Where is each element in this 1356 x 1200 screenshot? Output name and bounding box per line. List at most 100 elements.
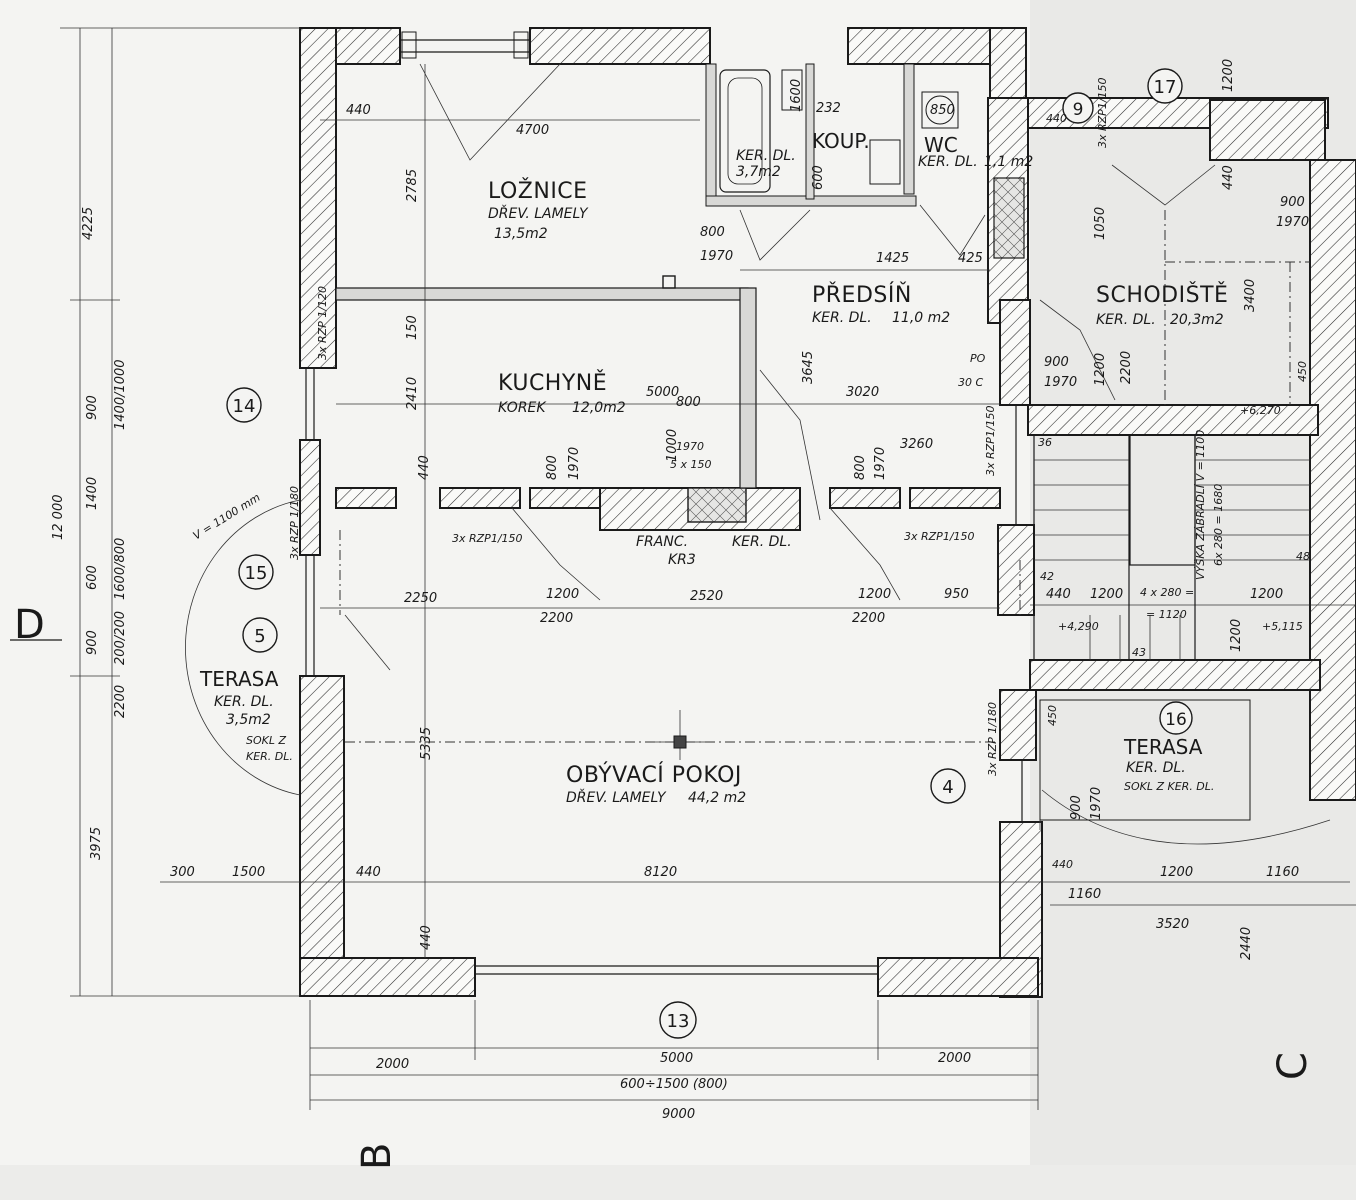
bottom-strip	[0, 1165, 1356, 1200]
dim-3400: 3400	[1243, 279, 1258, 312]
dim-3520: 3520	[1156, 917, 1189, 932]
room-obyvaci-area: 44,2 m2	[688, 790, 746, 806]
dimension-lines	[60, 27, 1356, 1110]
room-obyvaci-name: OBÝVACÍ POKOJ	[566, 762, 742, 788]
room-kuchyne-name: KUCHYNĚ	[498, 370, 607, 396]
stairs-label2: = 1120	[1146, 608, 1187, 621]
left-dims: 4225 12 000 3975 900 1400 600 900 2200 1…	[51, 207, 128, 860]
dim-800c: 800	[853, 455, 868, 480]
dim-1970b: 1970	[1044, 375, 1077, 390]
room-predsin-floor: KER. DL.	[812, 310, 872, 326]
room-schodiste-floor: KER. DL.	[1096, 312, 1156, 328]
dim-42: 42	[1040, 570, 1054, 583]
dim-2785: 2785	[405, 169, 420, 202]
dim-4225: 4225	[81, 207, 96, 240]
marker-13-label: 13	[667, 1011, 690, 1032]
level-1: +4,290	[1058, 620, 1099, 633]
terrace-arcs	[185, 499, 1331, 845]
dim-1160a: 1160	[1068, 887, 1101, 902]
room-terasa-w-name: TERASA	[199, 667, 279, 691]
dim-bottom-opening: 600÷1500 (800)	[620, 1077, 728, 1092]
neighbour-area	[1030, 0, 1356, 1200]
room-loznice-area: 13,5m2	[494, 226, 548, 242]
dim-800b: 800	[545, 455, 560, 480]
dim-440d: 440	[419, 925, 434, 950]
rzp-120: 3x RZP 1/120	[316, 286, 329, 360]
marker-17	[1147, 68, 1183, 104]
dim-800d: 800	[676, 395, 701, 410]
dim-1500: 1500	[232, 865, 265, 880]
railing-height: VÝŠKA ZÁBRADLÍ V = 1100	[1194, 430, 1207, 580]
dim-bottom-left: 2000	[376, 1057, 409, 1072]
dim-1425: 1425	[876, 251, 909, 266]
room-wc-name: WC	[924, 133, 958, 157]
dim-2410: 2410	[405, 377, 420, 410]
dim-2200b: 2200	[852, 611, 885, 626]
marker-9-label: 9	[1073, 100, 1084, 120]
dim-1200g: 1200	[1250, 587, 1283, 602]
dim-2200c: 2200	[1119, 351, 1134, 384]
marker-16-label: 16	[1165, 710, 1187, 730]
franc-line1: FRANC.	[636, 534, 688, 550]
dim-1200d: 1200	[1093, 353, 1108, 386]
dim-5000: 5000	[646, 385, 679, 400]
dim-450: 450	[1046, 705, 1059, 726]
column-markers	[662, 275, 687, 749]
room-schodiste-name: SCHODIŠTĚ	[1096, 282, 1228, 308]
dim-1160b: 1160	[1266, 865, 1299, 880]
room-terasa-w-note1: SOKL Z	[246, 734, 286, 747]
dim-1200b: 1200	[858, 587, 891, 602]
rzp-150c: 3x RZP1/150	[984, 405, 997, 476]
rzp-150a: 3x RZP1/150	[452, 532, 523, 545]
room-kuchyne-area: 12,0m2	[572, 400, 626, 416]
room-predsin-name: PŘEDSÍŇ	[812, 282, 912, 308]
dim-2200: 2200	[113, 685, 128, 718]
dim-440g: 440	[1052, 858, 1073, 871]
dim-1200e: 1200	[1221, 59, 1236, 92]
dim-1200f: 1200	[1090, 587, 1123, 602]
dim-440f: 440	[1046, 587, 1071, 602]
dim-300: 300	[170, 865, 195, 880]
rzp-1180: 3x RZP 1/180	[986, 702, 999, 776]
dim-1970g: 1970	[873, 447, 888, 480]
dim-8120: 8120	[644, 865, 677, 880]
level-3: +6,270	[1240, 404, 1281, 417]
dim-2440: 2440	[1239, 927, 1254, 960]
franc-floor: KER. DL.	[732, 534, 792, 550]
dim-1200a: 1200	[546, 587, 579, 602]
marker-4-label: 4	[942, 777, 953, 798]
marker-15	[238, 554, 274, 590]
dim-bottom-total: 9000	[662, 1107, 695, 1122]
dim-800: 800	[700, 225, 725, 240]
dim-12000: 12 000	[51, 495, 66, 541]
dim-2250: 2250	[404, 591, 437, 606]
stairs-label: 4 x 280 =	[1140, 586, 1194, 599]
dim-1400: 1400	[85, 477, 100, 510]
dim-440h: 440	[1046, 112, 1067, 125]
axis-c-label: C	[1270, 1052, 1316, 1080]
dim-440c: 440	[356, 865, 381, 880]
marker-15-label: 15	[245, 563, 268, 584]
room-terasa-w-area: 3,5m2	[226, 712, 271, 728]
dim-440e: 440	[1221, 165, 1236, 190]
marker-5	[242, 617, 278, 653]
axis-b-label: B	[354, 1143, 400, 1170]
dim-232: 232	[816, 101, 841, 116]
marker-17-label: 17	[1154, 77, 1177, 98]
room-koupelna-area: 3,7m2	[736, 164, 781, 180]
dim-1970c: 1970	[1276, 215, 1309, 230]
dim-bottom-mid: 5000	[660, 1051, 693, 1066]
dim-4700: 4700	[516, 123, 549, 138]
markers: 14 15 5 9 17 4 13 16	[226, 68, 1193, 1039]
fixtures	[719, 69, 959, 193]
room-loznice-floor: DŘEV. LAMELY	[488, 205, 589, 222]
rzp-150b: 3x RZP1/150	[904, 530, 975, 543]
dim-5x150: 5 x 150	[670, 458, 712, 471]
marker-13	[659, 1001, 697, 1039]
dim-150: 150	[405, 315, 420, 340]
marker-16	[1159, 701, 1193, 735]
room-loznice-name: LOŽNICE	[488, 178, 588, 204]
walls	[299, 27, 1356, 998]
dim-450b: 450	[1296, 361, 1309, 382]
